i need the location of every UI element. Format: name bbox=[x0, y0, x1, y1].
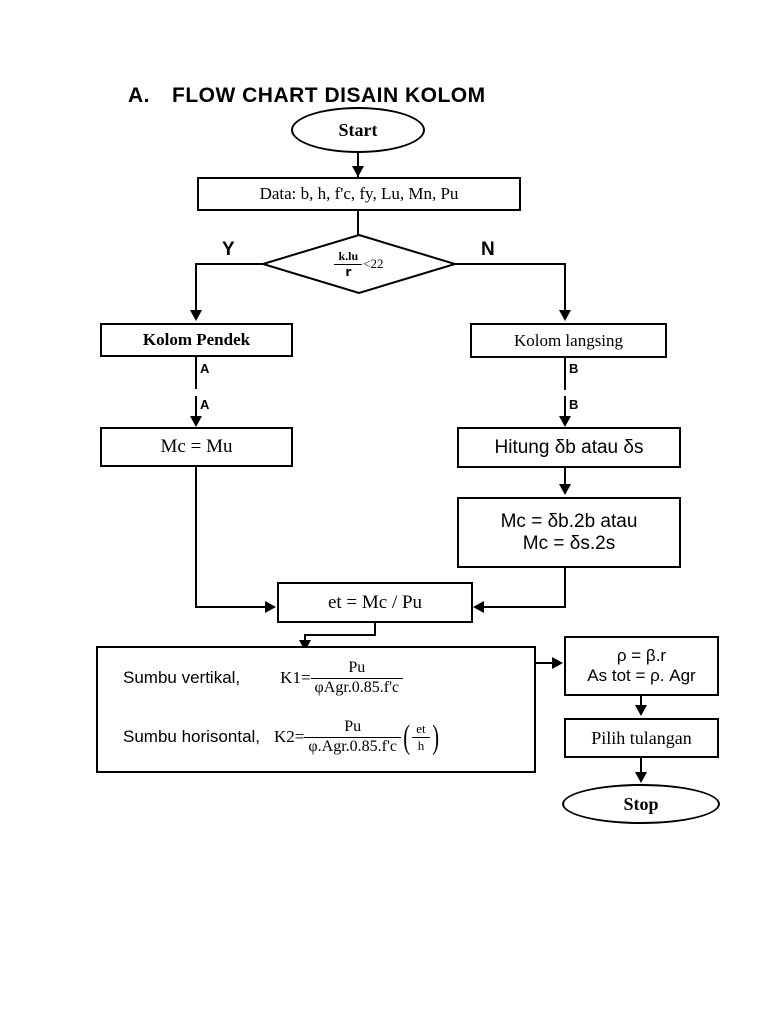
edge-yes-horizontal bbox=[195, 263, 265, 265]
formula-row-vertical-axis: Sumbu vertikal, bbox=[123, 668, 241, 688]
edge-connector-b-top bbox=[564, 358, 566, 390]
formula-row-vertical-numerator: Pu bbox=[310, 659, 404, 679]
node-pilih-tulangan: Pilih tulangan bbox=[564, 718, 719, 758]
node-mc-delta-line2: Mc = δs.2s bbox=[522, 532, 616, 554]
node-rho-line2: As tot = ρ. Agr bbox=[587, 666, 696, 685]
edge-label-connector-a-bottom: A bbox=[200, 397, 210, 412]
edge-no-vertical bbox=[564, 263, 566, 311]
edge-data-to-decision bbox=[357, 211, 359, 236]
edge-hitung-to-mcdelta bbox=[564, 468, 566, 486]
node-rho-line1: ρ = β.r bbox=[616, 646, 667, 666]
edge-pilih-to-stop-arrowhead bbox=[635, 772, 647, 783]
decision-denominator: r bbox=[345, 264, 352, 279]
formula-row-horizontal-axis: Sumbu horisontal, bbox=[123, 727, 261, 747]
formula-row-horizontal-k: K2= bbox=[274, 727, 305, 747]
decision-numerator: k.lu bbox=[334, 250, 363, 265]
edge-mcmu-to-et-arrowhead bbox=[265, 601, 276, 613]
edge-connector-a-bottom bbox=[195, 396, 197, 424]
edge-et-to-formula-horizontal bbox=[304, 634, 376, 636]
edge-label-yes: Y bbox=[222, 239, 235, 260]
edge-connector-a-arrowhead bbox=[190, 416, 202, 427]
node-mc-mu: Mc = Mu bbox=[100, 427, 293, 467]
node-decision: k.lu r <22 bbox=[262, 234, 456, 294]
node-kolom-pendek: Kolom Pendek bbox=[100, 323, 293, 357]
node-mc-delta: Mc = δb.2b atau Mc = δs.2s bbox=[457, 497, 681, 568]
formula-row-horizontal-factor-numerator: et bbox=[412, 722, 430, 738]
edge-et-to-formula-arrowhead bbox=[299, 640, 311, 651]
node-start: Start bbox=[291, 107, 425, 153]
formula-row-vertical-fraction: Pu φAgr.0.85.f'c bbox=[310, 659, 404, 697]
node-kolom-pendek-label: Kolom Pendek bbox=[142, 330, 251, 350]
formula-row-horizontal-numerator: Pu bbox=[304, 718, 401, 738]
edge-label-connector-b-bottom: B bbox=[569, 397, 579, 412]
edge-yes-vertical bbox=[195, 263, 197, 311]
edge-rho-to-pilih-arrowhead bbox=[635, 705, 647, 716]
page-title-text: FLOW CHART DISAIN KOLOM bbox=[172, 84, 486, 107]
page-title-section: A. bbox=[128, 84, 150, 107]
edge-label-connector-a-top: A bbox=[200, 361, 210, 376]
node-rho: ρ = β.r As tot = ρ. Agr bbox=[564, 636, 719, 696]
edge-yes-arrowhead bbox=[190, 310, 202, 321]
edge-mcmu-to-et-horizontal bbox=[195, 606, 267, 608]
node-stop-label: Stop bbox=[623, 793, 659, 814]
edge-mcmu-to-et-vertical bbox=[195, 467, 197, 608]
formula-row-vertical-denominator: φAgr.0.85.f'c bbox=[314, 678, 400, 696]
edge-label-connector-b-top: B bbox=[569, 361, 579, 376]
node-kolom-langsing: Kolom langsing bbox=[470, 323, 667, 358]
decision-label: k.lu r <22 bbox=[262, 234, 456, 294]
node-et: et = Mc / Pu bbox=[277, 582, 473, 623]
edge-et-to-formula-vertical bbox=[304, 634, 306, 643]
decision-comparison: <22 bbox=[363, 256, 384, 271]
edge-mcdelta-to-et-horizontal bbox=[484, 606, 566, 608]
node-stop: Stop bbox=[562, 784, 720, 824]
node-start-label: Start bbox=[338, 119, 378, 140]
edge-no-horizontal bbox=[453, 263, 566, 265]
edge-label-no: N bbox=[481, 239, 495, 260]
formula-row-horizontal-fraction: Pu φ.Agr.0.85.f'c bbox=[304, 718, 401, 756]
node-hitung: Hitung δb atau δs bbox=[457, 427, 681, 468]
decision-fraction: k.lu r bbox=[334, 250, 363, 279]
edge-mcdelta-to-et-vertical bbox=[564, 568, 566, 608]
formula-row-horizontal-denominator: φ.Agr.0.85.f'c bbox=[308, 737, 397, 755]
formula-paren-open: ( bbox=[403, 718, 411, 756]
node-kolom-langsing-label: Kolom langsing bbox=[513, 330, 624, 350]
node-et-label: et = Mc / Pu bbox=[327, 591, 423, 613]
edge-start-to-data-arrowhead bbox=[352, 166, 364, 177]
edge-et-to-formula-stub bbox=[374, 623, 376, 636]
edge-pilih-to-stop bbox=[640, 758, 642, 775]
node-mc-mu-label: Mc = Mu bbox=[160, 436, 233, 458]
page-title: A. FLOW CHART DISAIN KOLOM bbox=[128, 84, 486, 108]
edge-hitung-to-mcdelta-arrowhead bbox=[559, 484, 571, 495]
node-data-label: Data: b, h, f'c, fy, Lu, Mn, Pu bbox=[259, 184, 459, 204]
node-mc-delta-line1: Mc = δb.2b atau bbox=[500, 510, 638, 532]
formula-panel: Sumbu vertikal, K1= Pu φAgr.0.85.f'c Sum… bbox=[96, 646, 536, 773]
edge-mcdelta-to-et-arrowhead bbox=[473, 601, 484, 613]
formula-row-horizontal-factor-fraction: et h bbox=[412, 722, 430, 753]
node-pilih-tulangan-label: Pilih tulangan bbox=[591, 727, 692, 748]
edge-formula-to-rho bbox=[536, 662, 556, 664]
edge-connector-b-bottom bbox=[564, 396, 566, 424]
edge-connector-b-arrowhead bbox=[559, 416, 571, 427]
edge-formula-to-rho-arrowhead bbox=[552, 657, 563, 669]
edge-no-arrowhead bbox=[559, 310, 571, 321]
formula-row-vertical-k: K1= bbox=[280, 668, 311, 688]
formula-row-horizontal: Sumbu horisontal, K2= Pu φ.Agr.0.85.f'c … bbox=[123, 718, 441, 756]
node-hitung-label: Hitung δb atau δs bbox=[494, 436, 644, 458]
formula-paren-close: ) bbox=[431, 718, 439, 756]
node-data: Data: b, h, f'c, fy, Lu, Mn, Pu bbox=[197, 177, 521, 211]
edge-connector-a-top bbox=[195, 357, 197, 389]
formula-row-vertical: Sumbu vertikal, K1= Pu φAgr.0.85.f'c bbox=[123, 659, 404, 697]
formula-row-horizontal-factor: ( et h ) bbox=[401, 718, 441, 756]
formula-row-horizontal-factor-denominator: h bbox=[417, 737, 425, 753]
edge-rho-to-pilih bbox=[640, 696, 642, 707]
